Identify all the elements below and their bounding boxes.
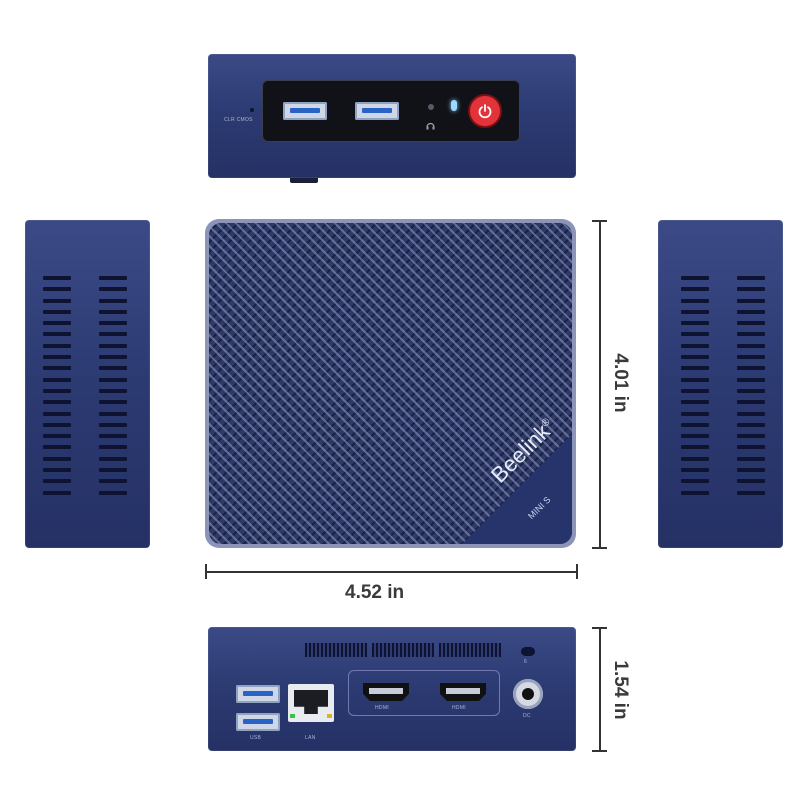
lan-led-amber: [327, 714, 332, 718]
width-tick-left: [205, 564, 207, 579]
right-side-view: [658, 220, 783, 548]
lan-led-green: [290, 714, 295, 718]
back-usb-port-2: [236, 713, 280, 731]
width-dimension-line: [205, 571, 577, 573]
depth-tick-bottom: [592, 547, 607, 549]
front-usb-port-1: [283, 102, 327, 120]
left-vent-column-1: [43, 276, 71, 502]
brand-corner: [462, 434, 572, 544]
back-usb-port-1: [236, 685, 280, 703]
lan-label: LAN: [305, 735, 316, 741]
right-vent-column-2: [737, 276, 765, 502]
right-vent-column-1: [681, 276, 709, 502]
mic-icon: [428, 104, 434, 110]
height-tick-top: [592, 627, 607, 629]
hdmi-label-1: HDMI: [375, 705, 389, 711]
exhaust-grill-1: [305, 643, 367, 657]
width-tick-right: [576, 564, 578, 579]
exhaust-grill-2: [372, 643, 434, 657]
depth-label: 4.01 in: [610, 353, 631, 413]
left-vent-column-2: [99, 276, 127, 502]
status-led: [451, 100, 457, 111]
height-tick-bottom: [592, 750, 607, 752]
usb-label: USB: [250, 735, 262, 741]
height-label: 1.54 in: [610, 660, 631, 720]
width-label: 4.52 in: [345, 582, 405, 603]
front-foot: [290, 178, 318, 183]
cmos-label: CLR CMOS: [224, 117, 253, 123]
height-dimension-line: [599, 627, 601, 751]
lock-label: 6: [524, 659, 528, 665]
power-icon: [478, 104, 492, 119]
dc-power-jack: [513, 679, 543, 709]
dc-label: DC: [523, 713, 531, 719]
kensington-lock-slot: [521, 647, 535, 656]
top-lid-texture: [209, 223, 572, 544]
depth-dimension-line: [599, 220, 601, 548]
power-button: [470, 96, 500, 126]
hdmi-label-2: HDMI: [452, 705, 466, 711]
exhaust-grill-3: [439, 643, 501, 657]
left-side-view: [25, 220, 150, 548]
depth-tick-top: [592, 220, 607, 222]
hdmi-port-2: [440, 683, 486, 701]
cmos-pinhole: [250, 108, 254, 112]
front-usb-port-2: [355, 102, 399, 120]
headphone-jack-icon: [425, 118, 436, 130]
hdmi-port-1: [363, 683, 409, 701]
